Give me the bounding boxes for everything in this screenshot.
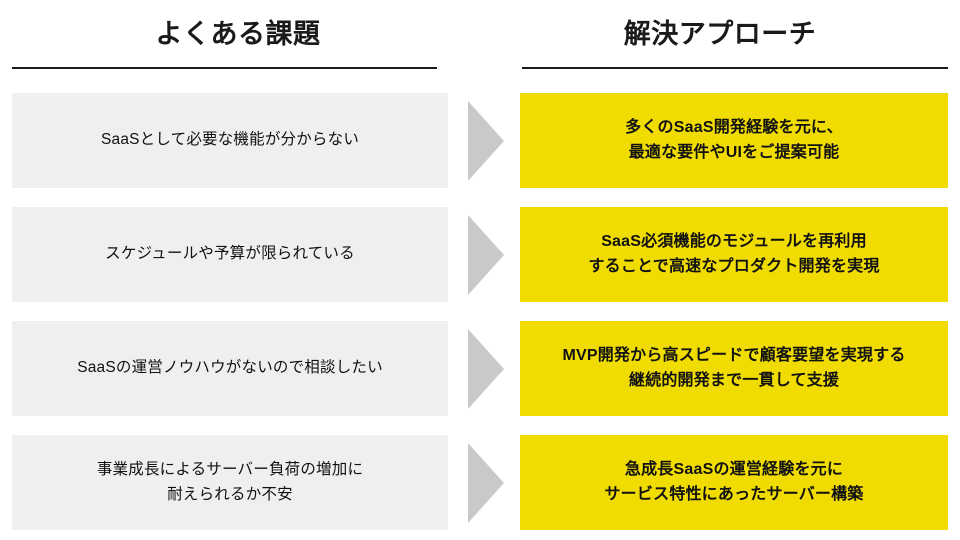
problem-card: SaaSの運営ノウハウがないので相談したい: [12, 321, 448, 416]
table-row: スケジュールや予算が限られている SaaS必須機能のモジュールを再利用 すること…: [0, 207, 960, 302]
solution-card-text: 急成長SaaSの運営経験を元に サービス特性にあったサーバー構築: [604, 460, 864, 503]
table-row: 事業成長によるサーバー負荷の増加に 耐えられるか不安 急成長SaaSの運営経験を…: [0, 435, 960, 530]
problem-card-text: 事業成長によるサーバー負荷の増加に 耐えられるか不安: [96, 461, 364, 503]
problem-card: スケジュールや予算が限られている: [12, 207, 448, 302]
solution-card-text: MVP開発から高スピードで顧客要望を実現する 継続的開発まで一貫して支援: [562, 346, 906, 389]
problem-column-title: よくある課題: [155, 19, 321, 49]
right-arrow-icon: [468, 329, 504, 409]
solution-card: SaaS必須機能のモジュールを再利用 することで高速なプロダクト開発を実現: [520, 207, 948, 302]
solution-card: 多くのSaaS開発経験を元に、 最適な要件やUIをご提案可能: [520, 93, 948, 188]
solution-card-text: SaaS必須機能のモジュールを再利用 することで高速なプロダクト開発を実現: [588, 232, 880, 275]
rows-container: SaaSとして必要な機能が分からない 多くのSaaS開発経験を元に、 最適な要件…: [0, 93, 960, 530]
right-arrow-icon: [468, 443, 504, 523]
solution-card: 急成長SaaSの運営経験を元に サービス特性にあったサーバー構築: [520, 435, 948, 530]
solution-header-divider: [522, 67, 948, 69]
solution-column-header: 解決アプローチ: [480, 0, 960, 93]
problem-header-divider: [12, 67, 437, 69]
problem-card-text: スケジュールや予算が限られている: [105, 245, 355, 263]
problem-card: SaaSとして必要な機能が分からない: [12, 93, 448, 188]
problem-card: 事業成長によるサーバー負荷の増加に 耐えられるか不安: [12, 435, 448, 530]
table-row: SaaSの運営ノウハウがないので相談したい MVP開発から高スピードで顧客要望を…: [0, 321, 960, 416]
problem-card-text: SaaSとして必要な機能が分からない: [100, 131, 360, 149]
solution-column-title: 解決アプローチ: [623, 19, 817, 49]
table-row: SaaSとして必要な機能が分からない 多くのSaaS開発経験を元に、 最適な要件…: [0, 93, 960, 188]
solution-card: MVP開発から高スピードで顧客要望を実現する 継続的開発まで一貫して支援: [520, 321, 948, 416]
columns-header: よくある課題 解決アプローチ: [0, 0, 960, 93]
right-arrow-icon: [468, 101, 504, 181]
solution-card-text: 多くのSaaS開発経験を元に、 最適な要件やUIをご提案可能: [625, 118, 843, 161]
problem-column-header: よくある課題: [0, 0, 480, 93]
problem-card-text: SaaSの運営ノウハウがないので相談したい: [77, 359, 383, 377]
right-arrow-icon: [468, 215, 504, 295]
